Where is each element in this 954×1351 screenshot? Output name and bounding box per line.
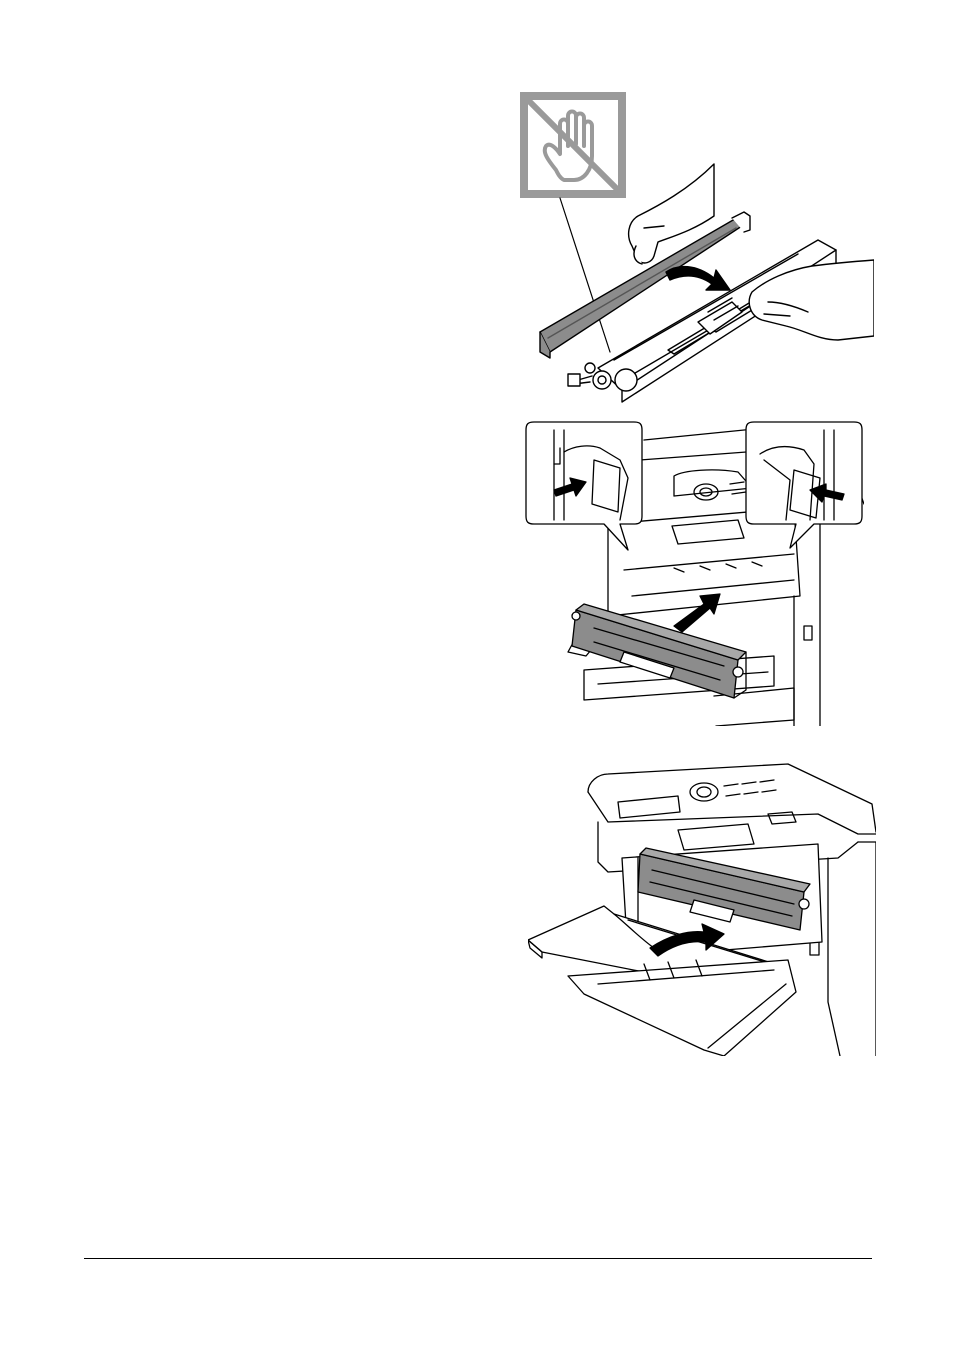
figure-close-cover xyxy=(528,762,876,1056)
figure-remove-cover xyxy=(518,90,874,408)
footer-rule xyxy=(84,1258,872,1259)
do-not-touch-icon xyxy=(520,92,626,198)
curved-arrow-icon xyxy=(666,267,730,290)
figure-insert-cartridge xyxy=(524,420,864,726)
